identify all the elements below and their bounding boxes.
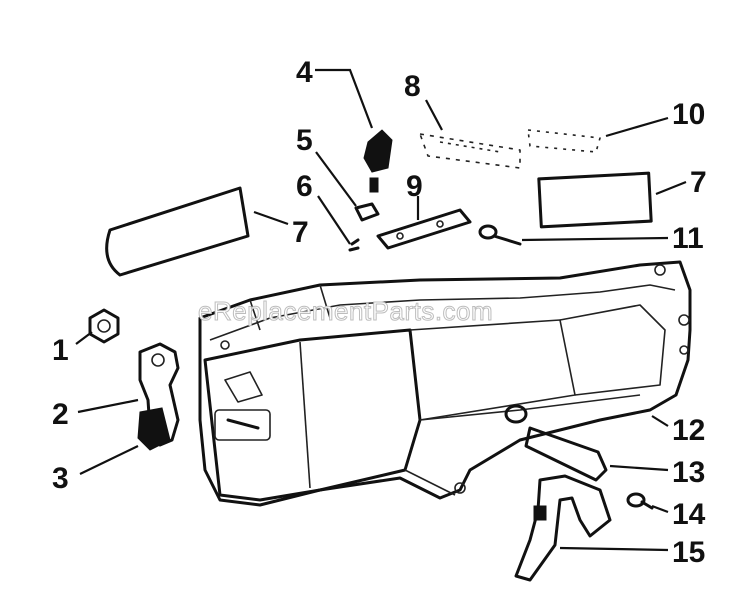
part-4-knob bbox=[363, 129, 393, 193]
part-13-lever bbox=[504, 404, 608, 482]
callout-8: 8 bbox=[404, 70, 421, 103]
part-9-plate bbox=[376, 208, 472, 250]
part-11-screw bbox=[478, 224, 522, 246]
part-10-decal bbox=[527, 129, 601, 153]
part-5-washer bbox=[354, 202, 380, 222]
part-14-screw bbox=[626, 492, 654, 510]
callout-13: 13 bbox=[672, 456, 705, 489]
callout-1: 1 bbox=[52, 334, 69, 367]
part-1-hex-nut bbox=[88, 308, 120, 344]
callout-14: 14 bbox=[672, 498, 706, 531]
watermark-text: eReplacementParts.com bbox=[198, 296, 493, 326]
part-7-label-right bbox=[537, 171, 653, 229]
callout-5: 5 bbox=[296, 124, 313, 157]
callout-6: 6 bbox=[296, 170, 313, 203]
part-3-block bbox=[137, 407, 171, 451]
part-2-bracket bbox=[138, 342, 180, 447]
part-15-trigger bbox=[514, 474, 612, 582]
part-8-decal bbox=[419, 133, 521, 169]
leader-lines bbox=[75, 68, 687, 552]
callout-11: 11 bbox=[672, 222, 704, 255]
housing-body bbox=[198, 260, 692, 507]
part-7-label-left bbox=[105, 186, 250, 277]
callout-10: 10 bbox=[672, 98, 705, 131]
callout-numbers: 4 8 10 5 9 6 7 7 11 1 2 12 3 13 14 15 bbox=[52, 56, 707, 569]
callout-15: 15 bbox=[672, 536, 705, 569]
part-6-pin bbox=[348, 238, 360, 252]
callout-3: 3 bbox=[52, 462, 69, 495]
callout-7-right: 7 bbox=[690, 166, 707, 199]
callout-12: 12 bbox=[672, 414, 705, 447]
callout-2: 2 bbox=[52, 398, 69, 431]
callout-4: 4 bbox=[296, 56, 313, 89]
callout-9: 9 bbox=[406, 170, 423, 203]
callout-7-left: 7 bbox=[292, 216, 309, 249]
